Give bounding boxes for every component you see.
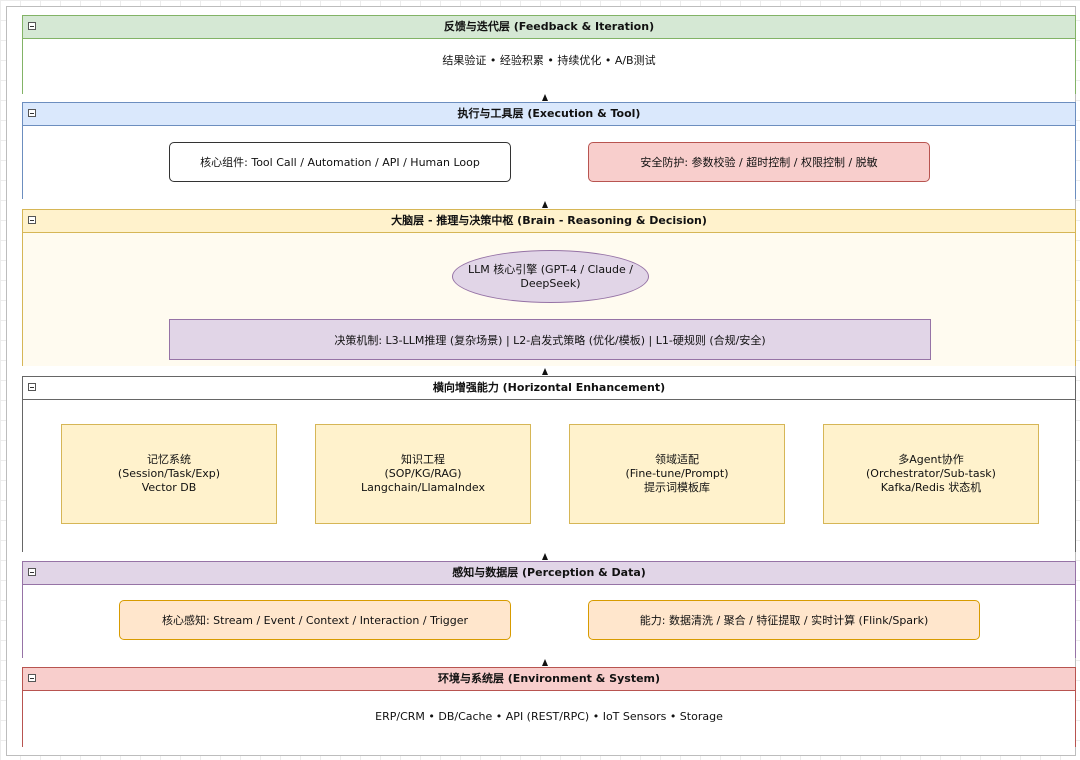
decision-mechanism-box[interactable]: 决策机制: L3-LLM推理 (复杂场景) | L2-启发式策略 (优化/模板)… xyxy=(169,319,931,360)
security-label: 安全防护: 参数校验 / 超时控制 / 权限控制 / 脱敏 xyxy=(640,156,878,169)
llm-engine-ellipse[interactable]: LLM 核心引擎 (GPT-4 / Claude / DeepSeek) xyxy=(452,250,649,303)
collapse-icon[interactable] xyxy=(28,109,36,117)
layer-environment[interactable]: 环境与系统层 (Environment & System) ERP/CRM • … xyxy=(22,667,1076,747)
module-memory-line-2: (Session/Task/Exp) xyxy=(117,467,221,480)
collapse-icon[interactable] xyxy=(28,383,36,391)
core-perception-box[interactable]: 核心感知: Stream / Event / Context / Interac… xyxy=(119,600,511,640)
layer-brain[interactable]: 大脑层 - 推理与决策中枢 (Brain - Reasoning & Decis… xyxy=(22,209,1076,366)
feedback-content: 结果验证 • 经验积累 • 持续优化 • A/B测试 xyxy=(442,54,656,67)
module-knowledge-line-2: (SOP/KG/RAG) xyxy=(384,467,462,480)
layer-brain-title: 大脑层 - 推理与决策中枢 (Brain - Reasoning & Decis… xyxy=(391,214,707,227)
layer-execution-title: 执行与工具层 (Execution & Tool) xyxy=(457,107,641,120)
core-perception-label: 核心感知: Stream / Event / Context / Interac… xyxy=(161,614,469,627)
module-domain-line-3: 提示词模板库 xyxy=(644,481,710,494)
module-memory[interactable]: 记忆系统 (Session/Task/Exp) Vector DB xyxy=(61,424,277,524)
arrow-up-icon xyxy=(542,94,548,101)
layer-perception-header[interactable]: 感知与数据层 (Perception & Data) xyxy=(23,562,1075,585)
layer-feedback-header[interactable]: 反馈与迭代层 (Feedback & Iteration) xyxy=(23,16,1075,39)
arrow-up-icon xyxy=(542,553,548,560)
arrow-up-icon xyxy=(542,659,548,666)
llm-engine-line-1: LLM 核心引擎 (GPT-4 / Claude / xyxy=(468,262,633,276)
module-multi-agent-line-1: 多Agent协作 xyxy=(898,453,964,466)
module-knowledge[interactable]: 知识工程 (SOP/KG/RAG) Langchain/LlamaIndex xyxy=(315,424,531,524)
layer-execution[interactable]: 执行与工具层 (Execution & Tool) 核心组件: Tool Cal… xyxy=(22,102,1076,199)
module-multi-agent-line-3: Kafka/Redis 状态机 xyxy=(880,481,982,494)
layer-horizontal-title: 横向增强能力 (Horizontal Enhancement) xyxy=(432,381,666,394)
core-components-box[interactable]: 核心组件: Tool Call / Automation / API / Hum… xyxy=(169,142,511,182)
module-multi-agent-line-2: (Orchestrator/Sub-task) xyxy=(866,467,996,480)
core-components-label: 核心组件: Tool Call / Automation / API / Hum… xyxy=(200,156,480,169)
layer-feedback[interactable]: 反馈与迭代层 (Feedback & Iteration) 结果验证 • 经验积… xyxy=(22,15,1076,94)
layer-environment-title: 环境与系统层 (Environment & System) xyxy=(437,672,661,685)
module-domain-line-1: 领域适配 xyxy=(655,453,699,466)
module-memory-line-1: 记忆系统 xyxy=(147,453,191,466)
layer-horizontal-header[interactable]: 横向增强能力 (Horizontal Enhancement) xyxy=(23,377,1075,400)
collapse-icon[interactable] xyxy=(28,22,36,30)
diagram-container: 反馈与迭代层 (Feedback & Iteration) 结果验证 • 经验积… xyxy=(6,6,1076,756)
layer-horizontal[interactable]: 横向增强能力 (Horizontal Enhancement) 记忆系统 (Se… xyxy=(22,376,1076,552)
environment-content: ERP/CRM • DB/Cache • API (REST/RPC) • Io… xyxy=(375,710,723,723)
decision-mechanism-label: 决策机制: L3-LLM推理 (复杂场景) | L2-启发式策略 (优化/模板)… xyxy=(334,333,766,347)
arrow-up-icon xyxy=(542,368,548,375)
layer-perception[interactable]: 感知与数据层 (Perception & Data) 核心感知: Stream … xyxy=(22,561,1076,658)
module-knowledge-line-3: Langchain/LlamaIndex xyxy=(361,481,485,494)
llm-engine-line-2: DeepSeek) xyxy=(520,276,581,290)
capability-label: 能力: 数据清洗 / 聚合 / 特征提取 / 实时计算 (Flink/Spark… xyxy=(639,614,929,627)
module-domain-line-2: (Fine-tune/Prompt) xyxy=(625,467,729,480)
module-memory-line-3: Vector DB xyxy=(141,481,197,494)
module-multi-agent[interactable]: 多Agent协作 (Orchestrator/Sub-task) Kafka/R… xyxy=(823,424,1039,524)
arrow-up-icon xyxy=(542,201,548,208)
layer-environment-header[interactable]: 环境与系统层 (Environment & System) xyxy=(23,668,1075,691)
collapse-icon[interactable] xyxy=(28,216,36,224)
collapse-icon[interactable] xyxy=(28,674,36,682)
security-box[interactable]: 安全防护: 参数校验 / 超时控制 / 权限控制 / 脱敏 xyxy=(588,142,930,182)
capability-box[interactable]: 能力: 数据清洗 / 聚合 / 特征提取 / 实时计算 (Flink/Spark… xyxy=(588,600,980,640)
collapse-icon[interactable] xyxy=(28,568,36,576)
layer-brain-header[interactable]: 大脑层 - 推理与决策中枢 (Brain - Reasoning & Decis… xyxy=(23,210,1075,233)
layer-feedback-title: 反馈与迭代层 (Feedback & Iteration) xyxy=(443,20,655,33)
layer-perception-title: 感知与数据层 (Perception & Data) xyxy=(452,566,646,579)
module-knowledge-line-1: 知识工程 xyxy=(401,453,445,466)
layer-execution-header[interactable]: 执行与工具层 (Execution & Tool) xyxy=(23,103,1075,126)
module-domain[interactable]: 领域适配 (Fine-tune/Prompt) 提示词模板库 xyxy=(569,424,785,524)
